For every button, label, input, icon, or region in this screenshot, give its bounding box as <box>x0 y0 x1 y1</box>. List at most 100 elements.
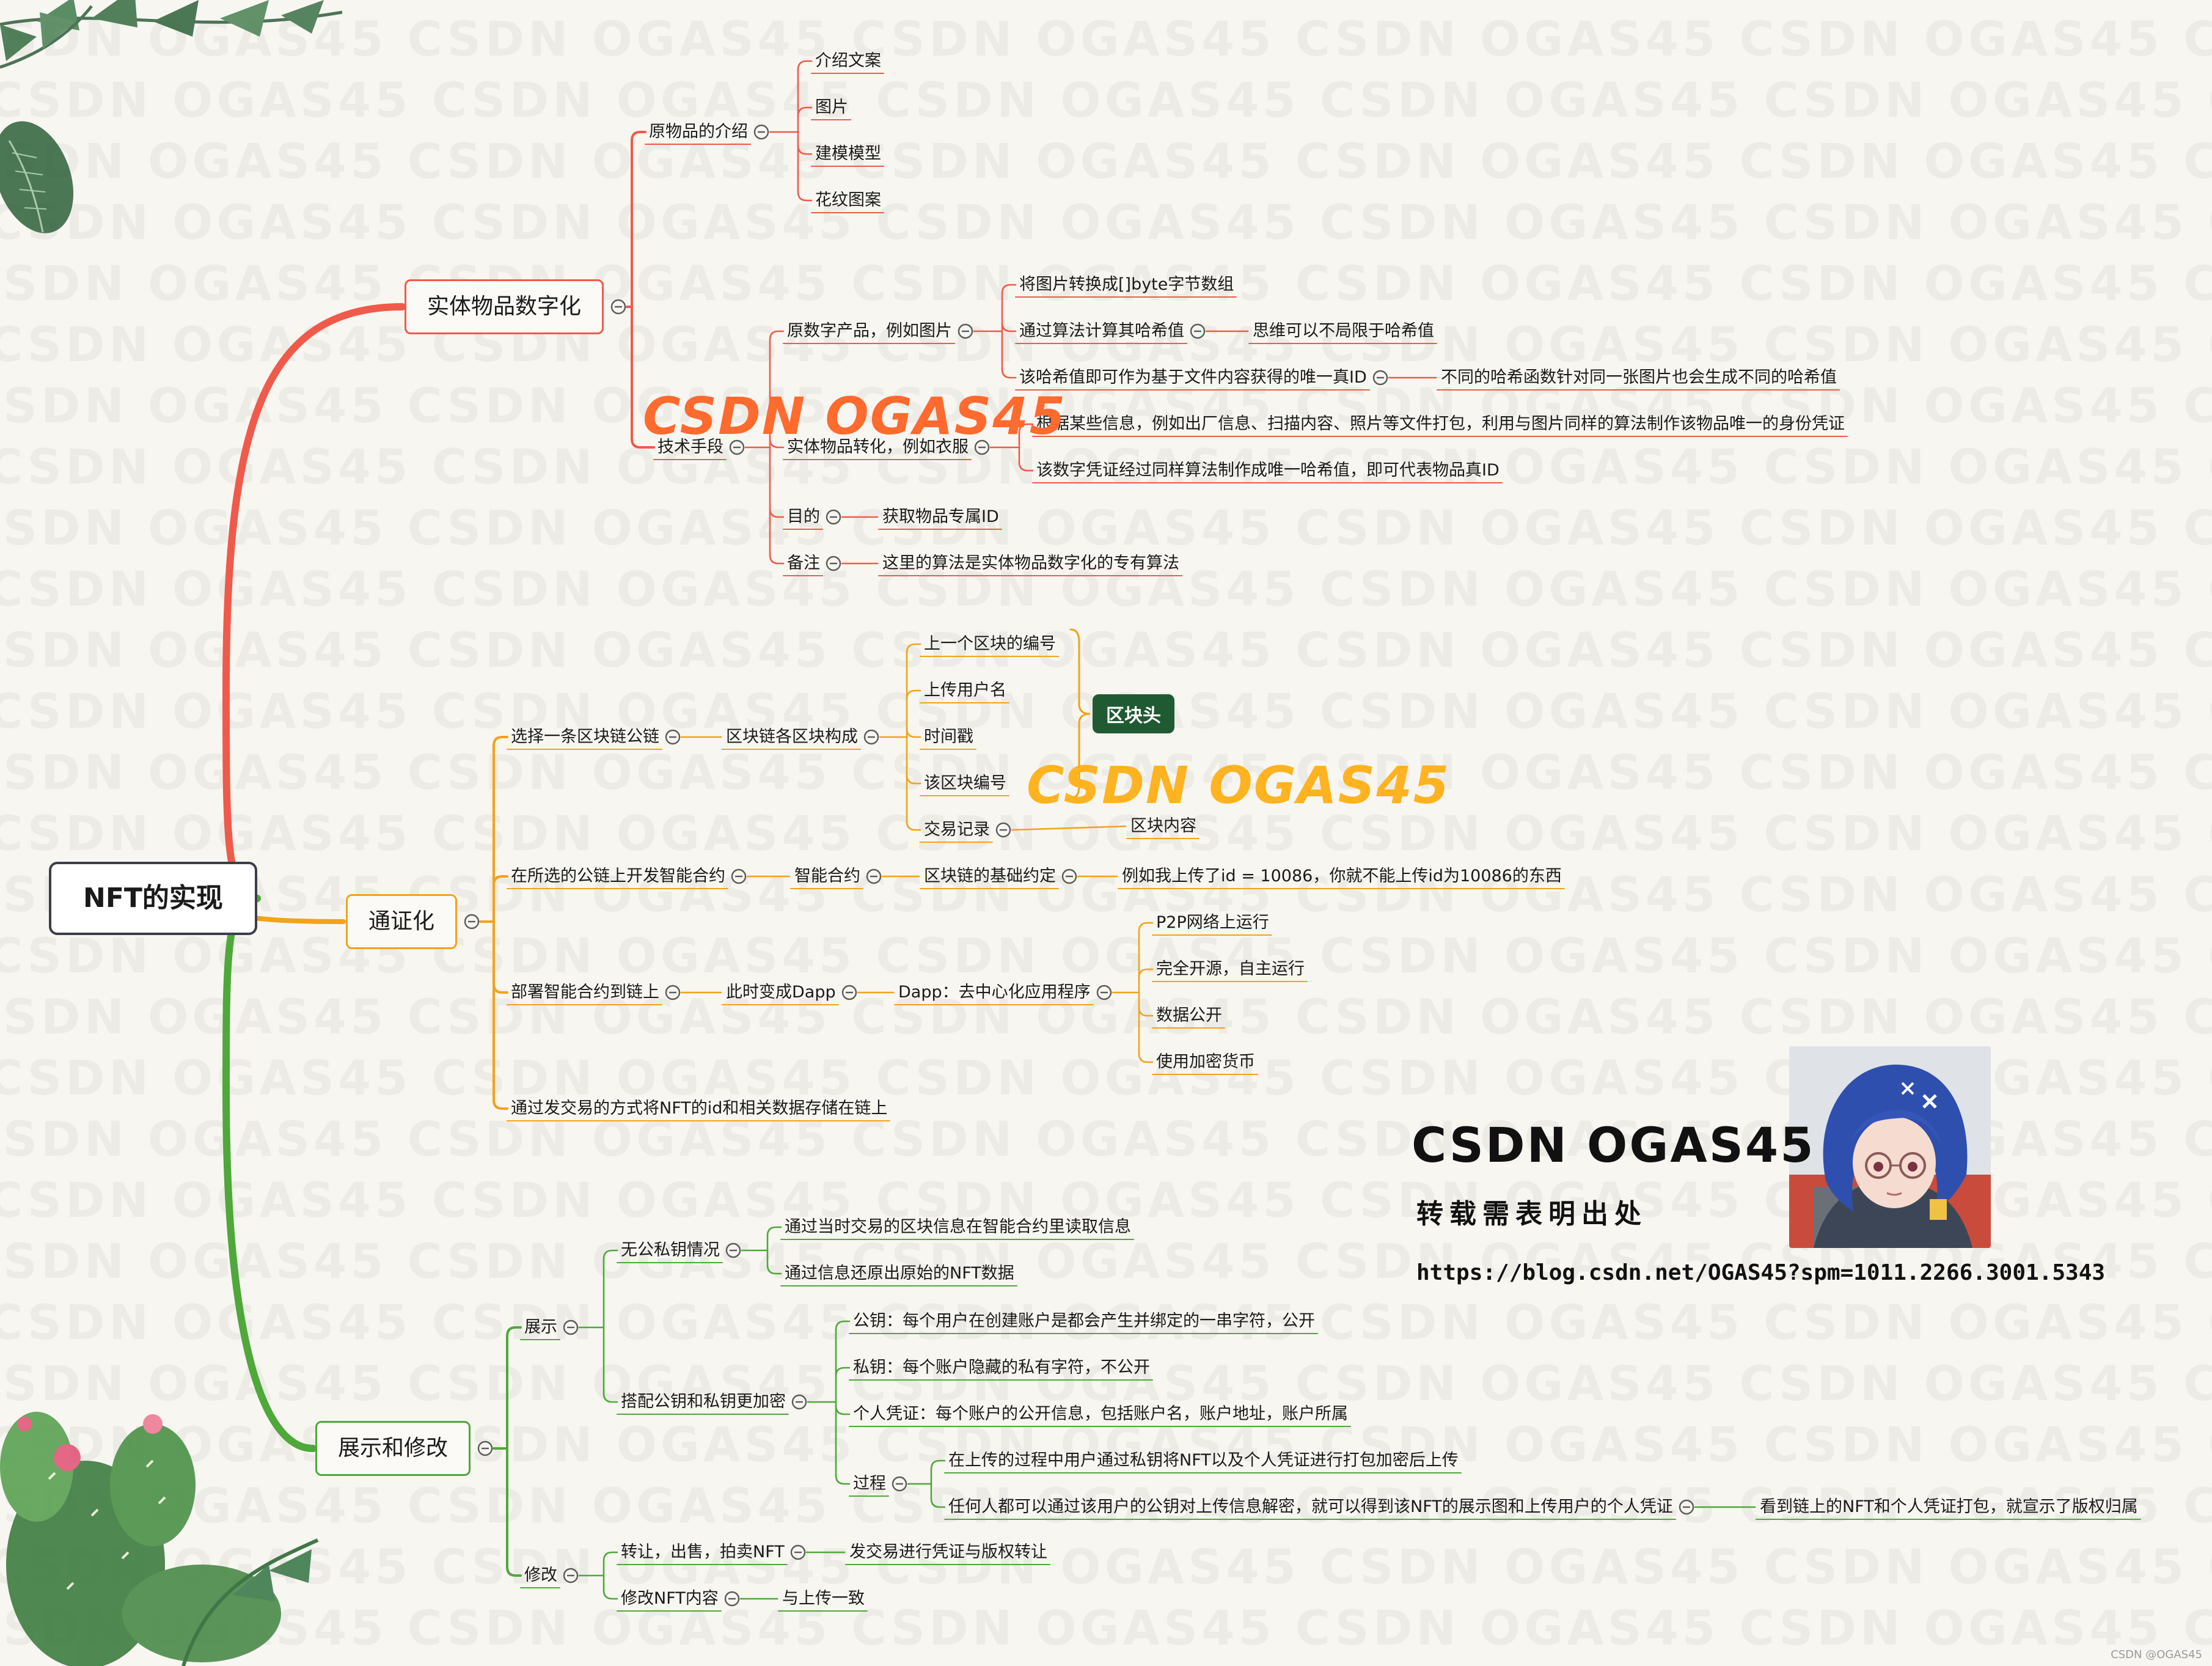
topic-n211[interactable]: 区块链各区块构成 <box>726 727 858 746</box>
connector-line <box>835 1474 851 1485</box>
branch-node-b3[interactable]: 展示和修改 <box>315 1421 471 1476</box>
minus-circle-icon[interactable] <box>958 323 973 339</box>
summary-tag-block-header[interactable]: 区块头 <box>1093 694 1174 733</box>
topic-n2114[interactable]: 该区块编号 <box>924 774 1006 793</box>
connector-line <box>769 507 785 518</box>
topic-n113[interactable]: 建模模型 <box>815 144 881 163</box>
topic-n1231[interactable]: 获取物品专属ID <box>882 507 999 526</box>
minus-circle-icon[interactable] <box>1372 370 1388 386</box>
topic-n11[interactable]: 原物品的介绍 <box>649 122 748 141</box>
topic-n2311[interactable]: Dapp：去中心化应用程序 <box>898 983 1091 1002</box>
connector-line <box>1001 284 1017 295</box>
topic-n2112[interactable]: 上传用户名 <box>924 681 1006 700</box>
topic-n121[interactable]: 原数字产品，例如图片 <box>787 321 952 340</box>
topic-n2111[interactable]: 上一个区块的编号 <box>924 634 1056 653</box>
connector-line <box>602 1249 618 1260</box>
topic-n322[interactable]: 修改NFT内容 <box>621 1589 719 1608</box>
topic-n3122[interactable]: 私钥：每个账户隐藏的私有字符，不公开 <box>853 1358 1150 1377</box>
topic-n31[interactable]: 展示 <box>524 1318 557 1337</box>
minus-circle-icon[interactable] <box>1190 323 1206 339</box>
topic-n22111[interactable]: 例如我上传了id = 10086，你就不能上传id为10086的东西 <box>1122 867 1562 886</box>
minus-circle-icon[interactable] <box>1061 868 1077 884</box>
topic-n231[interactable]: 此时变成Dapp <box>726 983 836 1002</box>
topic-n21[interactable]: 选择一条区块链公链 <box>511 727 659 746</box>
minus-circle-icon[interactable] <box>464 914 480 930</box>
minus-circle-icon[interactable] <box>563 1568 579 1583</box>
root-node[interactable]: NFT的实现 <box>49 862 257 935</box>
minus-circle-icon[interactable] <box>753 124 769 140</box>
minus-circle-icon[interactable] <box>610 299 626 315</box>
topic-n1241[interactable]: 这里的算法是实体物品数字化的专有算法 <box>882 554 1179 573</box>
connector-line <box>769 438 785 449</box>
branch-node-b2[interactable]: 通证化 <box>346 894 458 949</box>
topic-n312421[interactable]: 看到链上的NFT和个人凭证打包，就宣示了版权归属 <box>1760 1497 2138 1516</box>
minus-circle-icon[interactable] <box>1679 1499 1694 1515</box>
topic-n23112[interactable]: 完全开源，自主运行 <box>1156 960 1305 978</box>
minus-circle-icon[interactable] <box>791 1394 807 1410</box>
topic-n123[interactable]: 目的 <box>787 507 820 526</box>
minus-circle-icon[interactable] <box>974 439 990 455</box>
topic-n3121[interactable]: 公钥：每个用户在创建账户是都会产生并绑定的一串字符，公开 <box>853 1312 1315 1330</box>
minus-circle-icon[interactable] <box>729 439 745 455</box>
topic-n3124[interactable]: 过程 <box>853 1474 886 1493</box>
topic-n12121[interactable]: 思维可以不局限于哈希值 <box>1253 321 1434 340</box>
minus-circle-icon[interactable] <box>866 868 882 884</box>
minus-circle-icon[interactable] <box>731 868 747 884</box>
minus-circle-icon[interactable] <box>665 985 681 1000</box>
minus-circle-icon[interactable] <box>477 1440 493 1456</box>
topic-n124[interactable]: 备注 <box>787 554 820 573</box>
minus-circle-icon[interactable] <box>563 1319 579 1335</box>
topic-n3111[interactable]: 通过当时交易的区块信息在智能合约里读取信息 <box>785 1217 1131 1236</box>
topic-n12131[interactable]: 不同的哈希函数针对同一张图片也会生成不同的哈希值 <box>1441 368 1837 387</box>
minus-circle-icon[interactable] <box>725 1242 741 1258</box>
minus-circle-icon[interactable] <box>724 1591 740 1607</box>
minus-circle-icon[interactable] <box>892 1476 907 1492</box>
topic-n321[interactable]: 转让，出售，拍卖NFT <box>621 1543 785 1561</box>
minus-circle-icon[interactable] <box>995 822 1011 838</box>
topic-n23113[interactable]: 数据公开 <box>1156 1006 1222 1025</box>
topic-n24[interactable]: 通过发交易的方式将NFT的id和相关数据存储在链上 <box>511 1099 888 1118</box>
topic-n111[interactable]: 介绍文案 <box>815 51 881 70</box>
topic-n1211[interactable]: 将图片转换成[]byte字节数组 <box>1019 275 1234 294</box>
connector-line <box>1018 423 1034 434</box>
topic-n22[interactable]: 在所选的公链上开发智能合约 <box>511 867 725 886</box>
topic-n114[interactable]: 花纹图案 <box>815 191 881 210</box>
topic-n3221[interactable]: 与上传一致 <box>782 1589 865 1608</box>
minus-circle-icon[interactable] <box>790 1544 806 1560</box>
topic-n1212[interactable]: 通过算法计算其哈希值 <box>1019 321 1184 340</box>
credit-url-link[interactable]: https://blog.csdn.net/OGAS45?spm=1011.22… <box>1416 1260 2106 1285</box>
topic-n112[interactable]: 图片 <box>815 98 848 117</box>
connector-line <box>906 774 921 785</box>
topic-n2113[interactable]: 时间戳 <box>924 727 973 746</box>
topic-n122[interactable]: 实体物品转化，例如衣服 <box>787 438 969 457</box>
topic-n2115[interactable]: 交易记录 <box>924 820 990 839</box>
minus-circle-icon[interactable] <box>826 509 841 525</box>
topic-n3112[interactable]: 通过信息还原出原始的NFT数据 <box>785 1264 1014 1283</box>
topic-n3123[interactable]: 个人凭证：每个账户的公开信息，包括账户名，账户地址，账户所属 <box>853 1404 1348 1423</box>
minus-circle-icon[interactable] <box>1096 985 1112 1000</box>
topic-n12[interactable]: 技术手段 <box>657 438 723 457</box>
corner-credit: CSDN @OGAS45 <box>2111 1648 2202 1661</box>
topic-n32[interactable]: 修改 <box>524 1566 557 1585</box>
topic-n1213[interactable]: 该哈希值即可作为基于文件内容获得的唯一真ID <box>1019 368 1367 387</box>
topic-n31242[interactable]: 任何人都可以通过该用户的公钥对上传信息解密，就可以得到该NFT的展示图和上传用户… <box>948 1497 1673 1516</box>
topic-n21151[interactable]: 区块内容 <box>1130 816 1196 835</box>
topic-n1222[interactable]: 该数字凭证经过同样算法制作成唯一哈希值，即可代表物品真ID <box>1036 461 1500 480</box>
minus-circle-icon[interactable] <box>863 729 879 745</box>
topic-n31241[interactable]: 在上传的过程中用户通过私钥将NFT以及个人凭证进行打包加密后上传 <box>948 1451 1459 1470</box>
topic-n23114[interactable]: 使用加密货币 <box>1156 1052 1255 1071</box>
topic-n1221[interactable]: 根据某些信息，例如出厂信息、扫描内容、照片等文件打包，利用与图片同样的算法制作该… <box>1036 414 1845 433</box>
topic-n311[interactable]: 无公私钥情况 <box>621 1241 720 1260</box>
topic-n3211[interactable]: 发交易进行凭证与版权转让 <box>849 1543 1047 1561</box>
topic-n312[interactable]: 搭配公钥和私钥更加密 <box>621 1392 786 1411</box>
topic-n221[interactable]: 智能合约 <box>794 867 860 886</box>
topic-n2211[interactable]: 区块链的基础约定 <box>924 867 1056 886</box>
watermark-overlay-orange: CSDN OGAS45 <box>643 386 1067 446</box>
branch-node-b1[interactable]: 实体物品数字化 <box>405 279 604 334</box>
connector-line <box>797 191 813 202</box>
minus-circle-icon[interactable] <box>665 729 681 745</box>
topic-n23[interactable]: 部署智能合约到链上 <box>511 983 659 1002</box>
minus-circle-icon[interactable] <box>826 556 841 571</box>
minus-circle-icon[interactable] <box>841 985 857 1000</box>
topic-n23111[interactable]: P2P网络上运行 <box>1156 913 1269 932</box>
